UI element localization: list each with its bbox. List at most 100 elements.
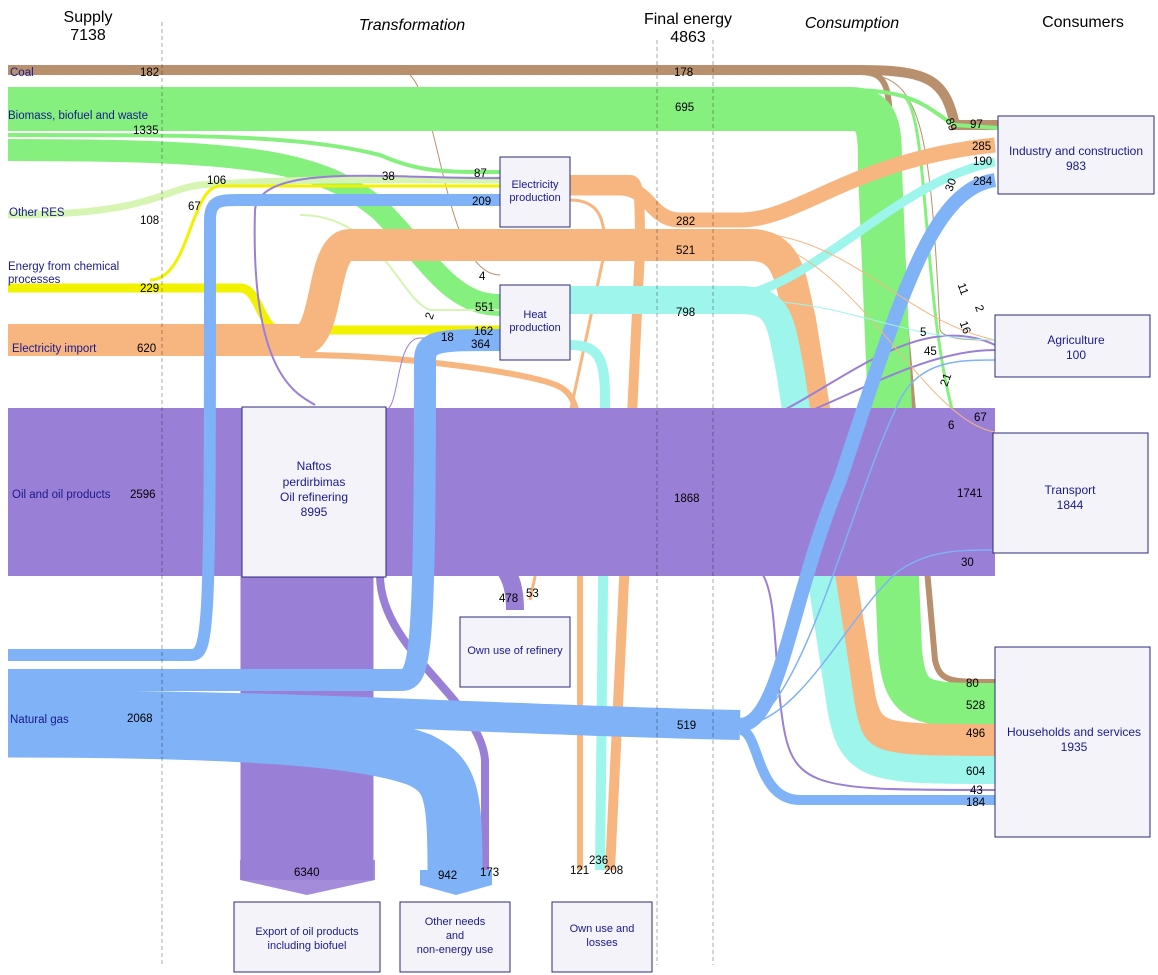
flow-oil-other xyxy=(376,574,489,870)
source-label-chemical: Energy from chemical processes xyxy=(8,261,122,286)
value-elec-in-biomass: 87 xyxy=(474,168,487,180)
value-refinery-own: 478 xyxy=(499,593,518,605)
other-needs-node: Other needs and non-energy use xyxy=(399,901,511,973)
value-ind-gas: 284 xyxy=(973,176,993,188)
source-label-other-res: Other RES xyxy=(9,207,65,219)
refinery-box xyxy=(241,406,387,578)
flow-chemical-elec xyxy=(149,184,500,282)
flow-heat-final xyxy=(570,286,996,784)
value-final-oil: 1868 xyxy=(674,493,700,505)
consumer-industry-total: 983 xyxy=(1066,159,1086,173)
value-final-biomass: 695 xyxy=(675,102,694,114)
value-loss-elec: 121 xyxy=(570,865,589,877)
own-use-refinery-box xyxy=(459,616,571,688)
value-heat-in-oil: 18 xyxy=(441,332,454,344)
header-final-energy: Final energy xyxy=(644,11,732,28)
flow-elec-own-refinery xyxy=(528,198,607,601)
value-final-elec: 521 xyxy=(676,245,695,257)
value-agr-gas: 21 xyxy=(939,372,955,388)
value-elec-own-refinery: 53 xyxy=(526,588,539,600)
flow-biomass-elec xyxy=(7,133,501,174)
flow-heat-agri xyxy=(739,299,996,341)
refinery-value: 8995 xyxy=(301,505,328,519)
flow-gas-transport xyxy=(739,549,996,726)
value-loss-elec2: 208 xyxy=(604,865,623,877)
own-use-losses-box xyxy=(551,901,653,973)
flow-oil-heat xyxy=(384,337,500,411)
heat-production-label-2: production xyxy=(509,322,560,334)
flow-gas-industry xyxy=(738,173,997,732)
source-value-gas: 2068 xyxy=(127,713,153,725)
own-use-losses-label-2: losses xyxy=(586,937,618,949)
consumer-transport-name: Transport xyxy=(1045,483,1097,497)
flow-oil-industry xyxy=(719,334,996,431)
flow-biomass xyxy=(8,87,996,727)
header-consumers: Consumers xyxy=(1042,14,1124,31)
source-value-chemical: 229 xyxy=(140,283,159,295)
consumer-industry-name: Industry and construction xyxy=(1009,144,1143,158)
source-label-chemical-text: Energy from chemical xyxy=(8,261,119,273)
own-use-losses-node: Own use and losses xyxy=(551,901,653,973)
refinery-node: Naftos perdirbimas Oil refinering 8995 xyxy=(241,406,387,578)
header-transformation: Transformation xyxy=(359,17,466,34)
value-other-gas: 942 xyxy=(438,870,457,882)
export-box xyxy=(233,901,381,973)
consumer-agriculture-box xyxy=(994,314,1151,378)
header-consumption: Consumption xyxy=(805,15,899,32)
heat-production-label-1: Heat xyxy=(523,309,546,321)
flow-oil-agri xyxy=(719,349,996,436)
header-supply-total: 7138 xyxy=(70,27,106,44)
value-agr-oil: 45 xyxy=(924,346,937,358)
heat-production-box xyxy=(499,284,571,361)
consumer-households-node: Households and services 1935 xyxy=(994,646,1151,838)
value-final-coal: 178 xyxy=(674,67,693,79)
flow-value-labels: 87 38 209 106 67 4 2 551 162 18 364 178 … xyxy=(188,67,993,882)
value-hh-elec: 496 xyxy=(966,728,985,740)
export-label-1: Export of oil products xyxy=(255,926,359,938)
other-needs-label-1: Other needs xyxy=(425,916,486,928)
header-supply: Supply xyxy=(64,9,113,26)
consumer-households-total: 1935 xyxy=(1061,740,1088,754)
value-heat-in-res: 2 xyxy=(424,311,437,321)
own-use-refinery-label: Own use of refinery xyxy=(467,645,563,657)
consumer-industry-node: Industry and construction 983 xyxy=(997,115,1155,195)
flow-elec-agri xyxy=(739,231,996,341)
flow-biomass-industry xyxy=(849,88,999,130)
export-arrow xyxy=(240,860,375,895)
other-needs-label-3: non-energy use xyxy=(417,944,493,956)
value-final-gas: 519 xyxy=(677,720,696,732)
export-node: Export of oil products including biofuel xyxy=(233,901,381,973)
value-hh-biomass: 528 xyxy=(966,700,985,712)
other-needs-arrow xyxy=(420,870,492,895)
value-other-res-to-elec: 106 xyxy=(207,175,226,187)
consumer-transport-node: Transport 1844 xyxy=(992,432,1149,554)
flow-gas-households xyxy=(738,725,995,805)
consumer-households-name: Households and services xyxy=(1007,725,1141,739)
value-other-oil: 173 xyxy=(480,867,499,879)
value-hh-gas: 184 xyxy=(966,797,986,809)
flow-coal-agri xyxy=(859,73,996,341)
value-tr-oil: 1741 xyxy=(957,488,983,500)
value-agr-elec: 11 xyxy=(955,282,970,297)
source-label-chemical-text-2: processes xyxy=(8,274,61,286)
consumer-agriculture-node: Agriculture 100 xyxy=(994,314,1151,378)
value-chemical-to-elec: 67 xyxy=(188,201,201,213)
consumer-households-box xyxy=(994,646,1151,838)
flow-heat-loss xyxy=(569,340,611,871)
value-agr-coal: 2 xyxy=(972,304,985,314)
flow-gas-agri xyxy=(739,359,996,726)
electricity-production-box xyxy=(499,156,571,228)
source-value-coal: 182 xyxy=(140,67,159,79)
refinery-label-1: Naftos xyxy=(297,459,332,473)
value-tr-elec: 6 xyxy=(948,420,954,432)
flow-elec-transport xyxy=(739,237,996,433)
value-hh-heat: 604 xyxy=(966,766,986,778)
value-ind-elec: 285 xyxy=(972,141,991,153)
header-final-total: 4863 xyxy=(670,29,706,46)
value-agr-heat: 5 xyxy=(920,327,926,339)
electricity-production-node: Electricity production xyxy=(499,156,571,228)
electricity-production-label-1: Electricity xyxy=(511,179,559,191)
flow-gas-other xyxy=(7,702,483,871)
own-use-losses-label-1: Own use and xyxy=(570,923,635,935)
